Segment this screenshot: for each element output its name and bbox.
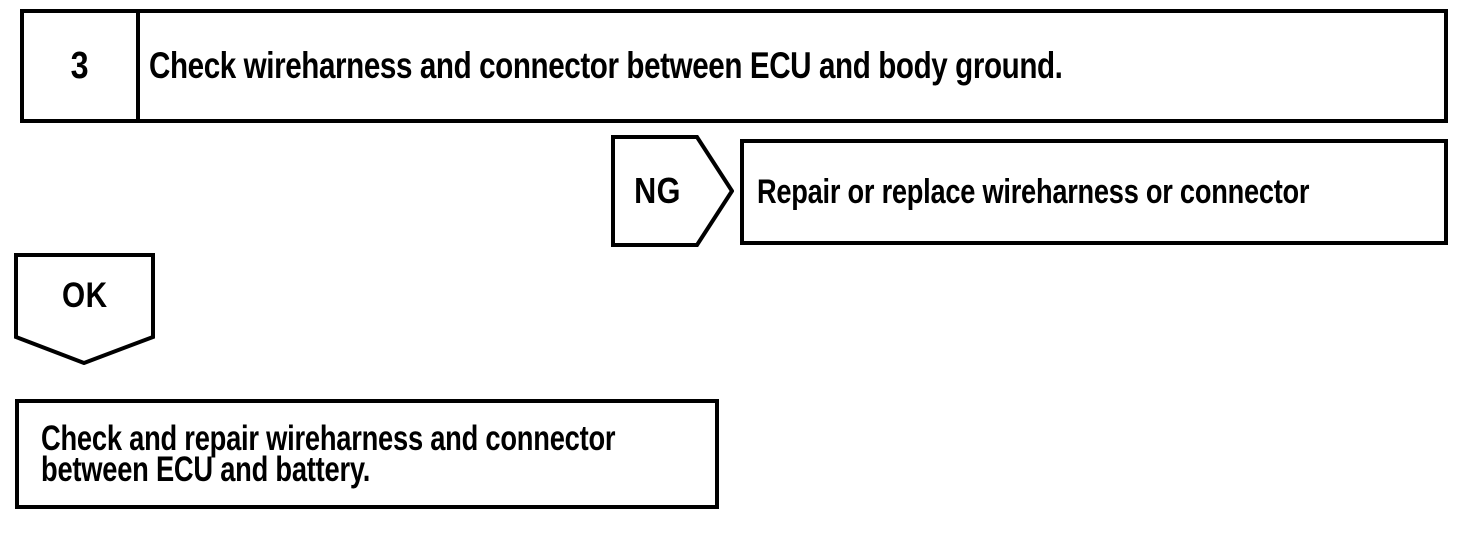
- ok-arrow-shape: [14, 253, 155, 365]
- ng-label: NG: [633, 170, 681, 211]
- ng-pentagon: [611, 135, 734, 247]
- ng-action-text: Repair or replace wireharness or connect…: [757, 172, 1310, 211]
- ng-arrow-shape: [611, 135, 734, 247]
- step-instruction: Check wireharness and connector between …: [149, 45, 1063, 86]
- ok-label: OK: [62, 276, 108, 315]
- ok-pentagon: [14, 253, 155, 365]
- step-box: 3 Check wireharness and connector betwee…: [20, 9, 1448, 123]
- step-number-cell: 3: [24, 13, 140, 119]
- ng-label-area: NG: [613, 137, 701, 245]
- ok-label-area: OK: [14, 253, 156, 339]
- ok-action-line2: between ECU and battery.: [41, 450, 371, 489]
- ok-action-box: Check and repair wireharness and connect…: [15, 399, 719, 509]
- step-number: 3: [71, 44, 89, 87]
- ok-action-line1: Check and repair wireharness and connect…: [41, 419, 616, 458]
- step-instruction-cell: Check wireharness and connector between …: [140, 13, 1444, 119]
- ng-action-box: Repair or replace wireharness or connect…: [740, 139, 1448, 245]
